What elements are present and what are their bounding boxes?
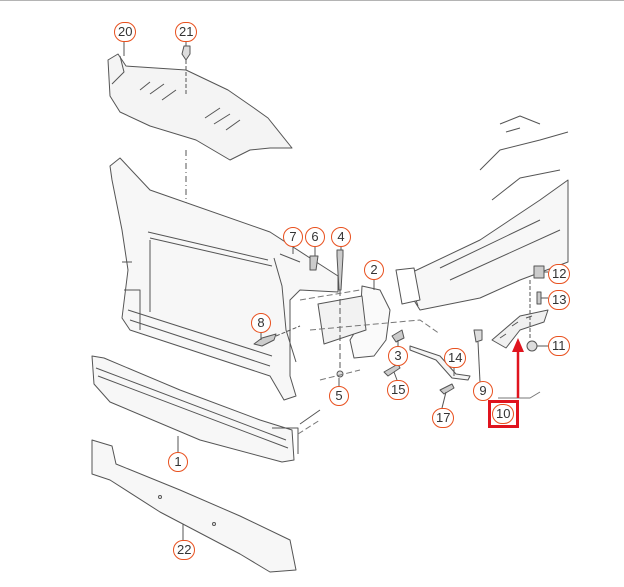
callout-part-3[interactable]: 3	[388, 346, 408, 366]
callout-part-17[interactable]: 17	[432, 408, 455, 428]
callout-part-7[interactable]: 7	[283, 227, 303, 247]
part-frame-rail	[395, 115, 569, 311]
top-border	[0, 0, 624, 1]
callout-part-9[interactable]: 9	[473, 381, 493, 401]
callout-part-2[interactable]: 2	[364, 260, 384, 280]
callout-part-4[interactable]: 4	[331, 227, 351, 247]
callout-part-1[interactable]: 1	[168, 452, 188, 472]
callout-part-11[interactable]: 11	[548, 336, 570, 356]
part-22-absorber	[91, 439, 297, 573]
red-arrow-icon	[512, 338, 524, 398]
part-front-carrier	[109, 157, 339, 401]
part-20-cover	[107, 53, 293, 161]
highlight-box-part-10	[488, 400, 519, 428]
callout-part-12[interactable]: 12	[548, 264, 571, 284]
callout-part-20[interactable]: 20	[114, 22, 137, 42]
callout-part-8[interactable]: 8	[251, 313, 271, 333]
callout-part-10[interactable]: 10	[492, 404, 515, 424]
callout-part-14[interactable]: 14	[444, 348, 467, 368]
callout-part-21[interactable]: 21	[175, 22, 198, 42]
callout-part-13[interactable]: 13	[548, 290, 571, 310]
callout-part-15[interactable]: 15	[387, 380, 410, 400]
callout-part-22[interactable]: 22	[173, 540, 196, 560]
callout-part-5[interactable]: 5	[329, 386, 349, 406]
part-1-bumper-beam	[91, 355, 321, 463]
callout-part-6[interactable]: 6	[305, 227, 325, 247]
